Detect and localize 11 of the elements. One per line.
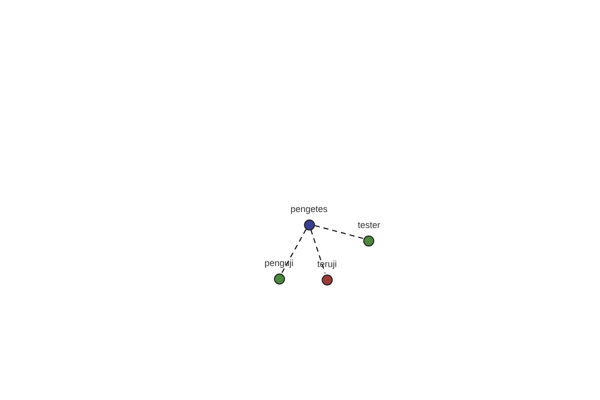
node	[358, 220, 380, 247]
node-label: teruji	[317, 259, 337, 270]
dashed-connector	[310, 229, 326, 274]
node-label: pengetes	[290, 204, 328, 215]
node-label: penguji	[264, 258, 294, 269]
dashed-connector	[314, 225, 364, 239]
node	[264, 258, 294, 285]
dashed-connector	[281, 228, 307, 274]
node-label: tester	[358, 220, 380, 231]
node	[290, 204, 328, 231]
node	[317, 259, 337, 286]
